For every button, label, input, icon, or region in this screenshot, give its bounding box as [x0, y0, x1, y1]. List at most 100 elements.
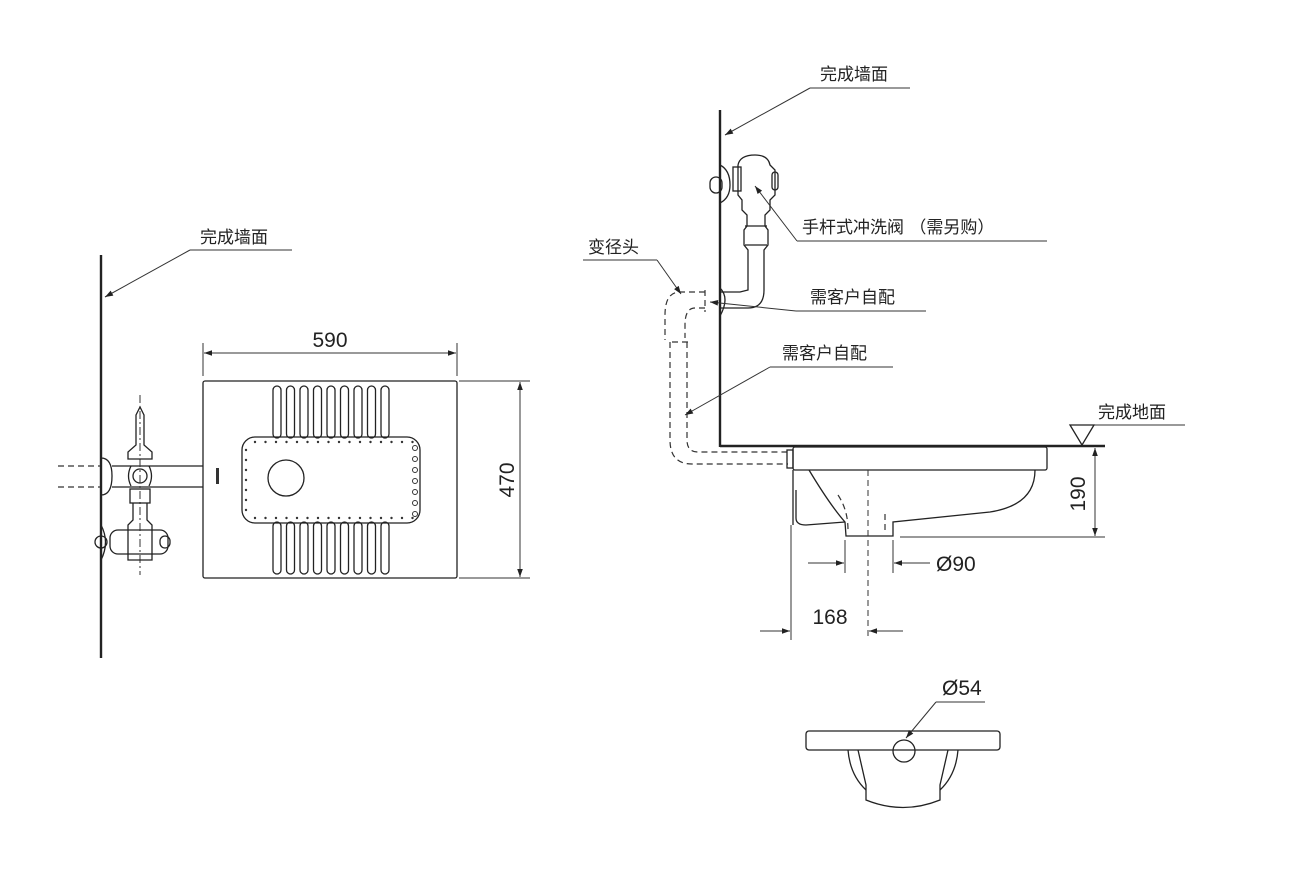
- wall-label: 完成墙面: [820, 65, 888, 85]
- rim-hole: [327, 516, 330, 520]
- end-view: Ø54: [805, 677, 1001, 809]
- foot-rib: [272, 385, 282, 439]
- foot-rib: [285, 521, 296, 575]
- wall-label: 完成墙面: [200, 228, 268, 248]
- height-dimension: 190: [900, 448, 1105, 538]
- wall-label-callout: 完成墙面: [724, 65, 910, 136]
- foot-rib: [380, 385, 390, 439]
- rim-hole: [379, 440, 383, 444]
- outlet-offset-value: 168: [812, 606, 847, 629]
- floor-label-callout: 完成地面: [1068, 403, 1185, 447]
- customer-supplied-label: 需客户自配: [782, 344, 867, 364]
- rim-hole: [244, 498, 248, 502]
- foot-rib: [272, 521, 282, 575]
- rim-hole: [412, 489, 418, 495]
- rim-hole: [244, 488, 248, 492]
- reducer-label: 变径头: [588, 238, 639, 258]
- pan-outline: [202, 380, 458, 579]
- depth-value: 470: [496, 462, 519, 497]
- rim-hole: [369, 440, 372, 444]
- rim-hole: [411, 516, 414, 520]
- valve-callout: 手杆式冲洗阀 （需另购）: [754, 185, 1047, 242]
- width-dimension: 590: [202, 329, 458, 376]
- foot-rib: [299, 385, 309, 439]
- rim-hole: [285, 440, 288, 444]
- outlet-diameter-dimension: Ø90: [808, 540, 976, 576]
- outlet-offset-dimension: 168: [760, 525, 903, 640]
- rim-hole: [358, 516, 362, 520]
- customer-pipe-dashed: [664, 290, 788, 465]
- inlet-diameter-value: Ø54: [942, 677, 982, 700]
- inlet-hole: [892, 739, 916, 763]
- customer-supplied-callout-1: 需客户自配: [709, 288, 926, 312]
- rim-hole: [412, 445, 418, 451]
- width-value: 590: [312, 329, 347, 352]
- rim-hole: [253, 516, 257, 520]
- rim-hole: [253, 440, 257, 444]
- rim-hole: [369, 516, 372, 520]
- inlet-diameter-callout: Ø54: [905, 677, 985, 739]
- foot-rib: [312, 385, 323, 439]
- rim-hole: [348, 516, 351, 520]
- foot-rib: [326, 385, 336, 439]
- rim-hole: [390, 516, 393, 520]
- height-value: 190: [1067, 476, 1090, 511]
- rim-hole: [411, 440, 414, 444]
- foot-rib: [380, 521, 390, 575]
- foot-rib: [339, 521, 350, 575]
- rim-hole: [337, 516, 341, 520]
- rim-hole: [412, 456, 418, 462]
- reducer-callout: 变径头: [583, 238, 682, 295]
- rim-hole: [400, 516, 404, 520]
- rim-hole: [412, 478, 418, 484]
- rim-hole: [390, 440, 393, 444]
- rim-hole: [306, 516, 309, 520]
- foot-ribs: [272, 385, 390, 575]
- drain-hole: [267, 459, 305, 497]
- rim-hole: [264, 516, 267, 520]
- foot-rib: [353, 385, 363, 439]
- rim-hole: [412, 467, 418, 473]
- flush-valve: [709, 154, 779, 317]
- floor-level-marker: [1068, 424, 1096, 447]
- supply-pipe: [58, 457, 203, 496]
- foot-rib: [366, 521, 377, 575]
- rim-hole: [412, 511, 418, 517]
- rim-hole: [244, 478, 248, 482]
- rim-hole: [244, 448, 248, 452]
- rim-hole: [379, 516, 383, 520]
- rim-hole: [285, 516, 288, 520]
- rim-hole: [327, 440, 330, 444]
- flush-valve-plan: [94, 395, 171, 575]
- pan-section: [786, 446, 1048, 640]
- customer-supplied-callout-2: 需客户自配: [684, 344, 893, 416]
- rim-hole: [295, 516, 299, 520]
- rim-hole: [274, 440, 278, 444]
- rim-hole: [244, 468, 248, 472]
- depth-dimension: 470: [459, 380, 530, 579]
- foot-rib: [285, 385, 296, 439]
- rim-hole: [264, 440, 267, 444]
- foot-rib: [366, 385, 377, 439]
- foot-rib: [312, 521, 323, 575]
- rim-hole: [358, 440, 362, 444]
- foot-rib: [339, 385, 350, 439]
- customer-supplied-label: 需客户自配: [810, 288, 895, 308]
- foot-rib: [353, 521, 363, 575]
- rim-hole: [400, 440, 404, 444]
- rim-hole: [337, 440, 341, 444]
- outlet-diameter-value: Ø90: [936, 553, 976, 576]
- floor-label: 完成地面: [1098, 403, 1166, 423]
- rim-hole: [348, 440, 351, 444]
- side-view: 完成墙面 手杆式冲洗阀 （需另购）: [583, 65, 1185, 640]
- rim-hole: [306, 440, 309, 444]
- valve-label: 手杆式冲洗阀 （需另购）: [802, 218, 994, 238]
- rim-hole: [244, 508, 248, 512]
- rim-hole: [316, 516, 320, 520]
- rim-hole: [295, 440, 299, 444]
- rim-hole: [412, 500, 418, 506]
- rim-hole: [274, 516, 278, 520]
- brand-mark: [216, 468, 219, 484]
- rim-hole: [244, 458, 248, 462]
